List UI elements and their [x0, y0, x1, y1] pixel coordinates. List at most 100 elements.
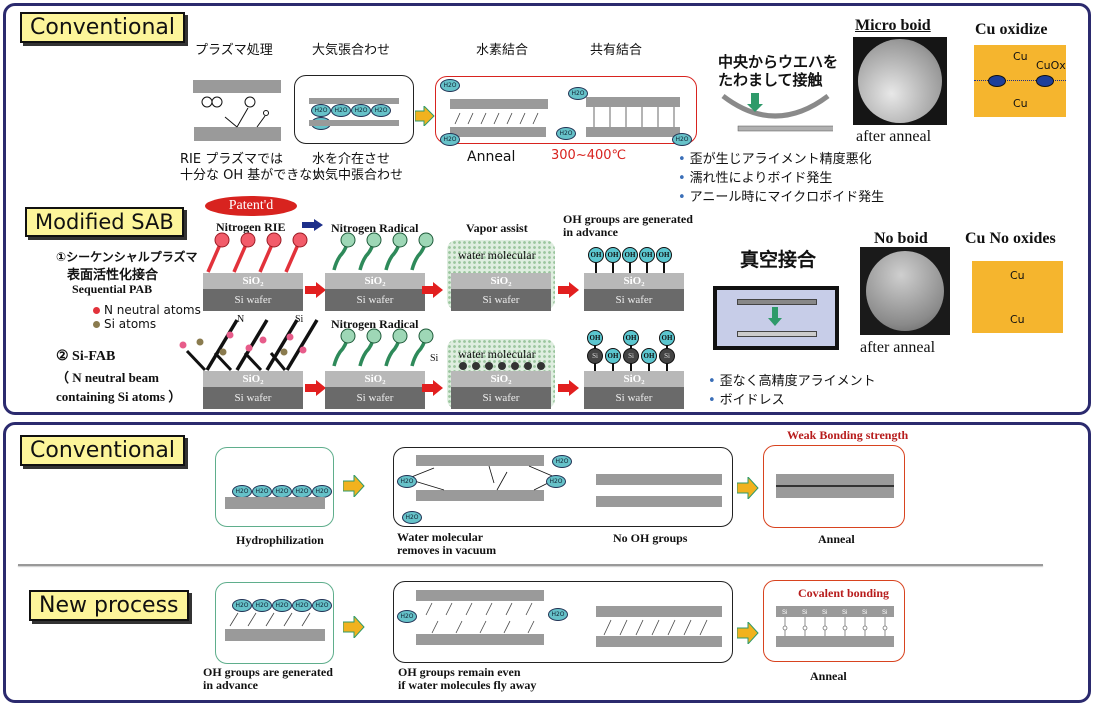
red-arrow-icon — [422, 380, 443, 396]
orange-arrow-icon — [415, 106, 435, 126]
no-boid-caption: after anneal — [860, 339, 936, 356]
anneal-box: H2O H2O H2O H2O H2O — [435, 76, 697, 146]
vapor-assist-title: Vapor assist — [466, 221, 528, 235]
si-fab-beams — [179, 319, 319, 372]
no-boid-title: No boid — [874, 230, 928, 247]
micro-boid-wafer-image — [853, 37, 947, 125]
cu-oxidize-block: Cu CuOx Cu — [974, 45, 1066, 117]
atmosphere-caption-2: 大気中張合わせ — [312, 168, 404, 183]
section-label-new-process: New process — [29, 590, 189, 621]
water-removal-box: H2O H2O H2O H2O — [393, 447, 733, 527]
method2-line2: （ N neutral beam — [56, 370, 159, 385]
beam-label-si: Si — [295, 314, 304, 325]
svg-text:Si: Si — [802, 610, 807, 616]
blue-arrow-icon — [302, 219, 323, 231]
cu-oxidize-title: Cu oxidize — [975, 21, 1048, 38]
oh-advance-caption-2: in advance — [203, 678, 259, 692]
orange-arrow-icon — [343, 475, 365, 497]
oh-remain-box: H2O H2O — [393, 581, 733, 663]
section-label-modified-sab: Modified SAB — [25, 207, 184, 237]
temperature-caption: 300~400℃ — [551, 148, 627, 163]
vapor-label-2: water molecular — [458, 347, 536, 361]
red-arrow-icon — [305, 282, 326, 298]
bullet-item: •濡れ性によりボイド発生 — [678, 171, 833, 186]
anneal-caption: Anneal — [467, 149, 516, 165]
legend-item-n: N neutral atoms — [93, 303, 201, 317]
no-boid-wafer-image — [860, 247, 950, 335]
vapor-label-1: water molecular — [458, 248, 536, 262]
bowed-wafer-icon — [721, 93, 833, 132]
oh-remain-caption-1: OH groups remain even — [398, 665, 521, 679]
orange-arrow-icon — [343, 616, 365, 638]
orange-arrow-icon — [737, 622, 759, 644]
nitrogen-radical-icons — [332, 232, 434, 271]
bullet-item: •歪なく高精度アライメント — [708, 374, 876, 389]
modified-bullets: •歪なく高精度アライメント •ボイドレス — [708, 370, 876, 408]
legend: N neutral atoms Si atoms — [93, 303, 201, 331]
covalent-bonding-label: Covalent bonding — [798, 586, 890, 600]
nitrogen-radical-icons — [332, 328, 434, 367]
svg-text:Si: Si — [782, 610, 787, 616]
nitrogen-radical-title-2: Nitrogen Radical — [331, 317, 419, 331]
vacuum-bonding-title: 真空接合 — [740, 249, 817, 271]
nitrogen-rie-title: Nitrogen RIE — [216, 220, 286, 234]
weak-bonding-label: Weak Bonding strength — [787, 428, 909, 442]
bullet-item: •アニール時にマイクロボイド発生 — [678, 190, 885, 205]
si-label: Si — [430, 353, 439, 364]
hydrophilization-caption: Hydrophilization — [236, 533, 324, 547]
nitrogen-rie-beams — [206, 232, 308, 273]
step-title-hydrogen-bond: 水素結合 — [476, 43, 529, 58]
method1-line1: ①シーケンシャルプラズマ — [56, 250, 198, 264]
legend-item-si: Si atoms — [93, 317, 201, 331]
method1-english: Sequential PAB — [72, 282, 153, 296]
contact-caption-1: 中央からウエハを — [718, 53, 839, 71]
red-arrow-icon — [558, 380, 579, 396]
no-oh-groups-caption: No OH groups — [613, 531, 688, 545]
bullet-item: •歪が生じアライメント精度悪化 — [678, 152, 872, 167]
beam-label-n: N — [237, 314, 245, 325]
cu-no-oxides-title: Cu No oxides — [965, 230, 1056, 247]
plasma-caption-2: 十分な OH 基ができない — [180, 168, 326, 183]
section-label-conventional-top: Conventional — [20, 12, 185, 43]
weak-anneal-caption: Anneal — [818, 532, 855, 546]
bottom-panel — [3, 422, 1091, 703]
micro-boid-caption: after anneal — [856, 128, 932, 145]
method2-line3: containing Si atoms ） — [56, 389, 182, 404]
oh-remain-caption-2: if water molecules fly away — [398, 678, 537, 692]
upper-wafer — [193, 80, 281, 93]
oh-advance-caption-1: OH groups are generated — [203, 665, 333, 679]
water-removal-caption-1: Water molecular — [397, 530, 484, 544]
patent-badge: Patent'd — [205, 196, 297, 216]
plasma-particles-icon — [201, 96, 269, 128]
section-label-conventional-bottom: Conventional — [20, 435, 185, 466]
divider — [18, 564, 1043, 566]
step-title-plasma: プラズマ処理 — [195, 43, 273, 58]
lower-wafer — [194, 127, 281, 141]
method2-line1: ② Si-FAB — [56, 349, 116, 364]
contact-caption-2: たわまして接触 — [718, 71, 823, 89]
nitrogen-radical-title-1: Nitrogen Radical — [331, 221, 419, 235]
method1-line2: 表面活性化接合 — [67, 268, 159, 283]
bullet-item: •ボイドレス — [708, 393, 785, 408]
plasma-caption-1: RIE プラズマでは — [180, 152, 283, 167]
svg-text:Si: Si — [862, 610, 867, 616]
orange-arrow-icon — [737, 477, 759, 499]
red-arrow-icon — [422, 282, 443, 298]
weak-anneal-box — [763, 445, 905, 528]
covalent-anneal-caption: Anneal — [810, 669, 847, 683]
water-removal-caption-2: removes in vacuum — [397, 543, 497, 557]
si-atom-row — [459, 362, 545, 370]
